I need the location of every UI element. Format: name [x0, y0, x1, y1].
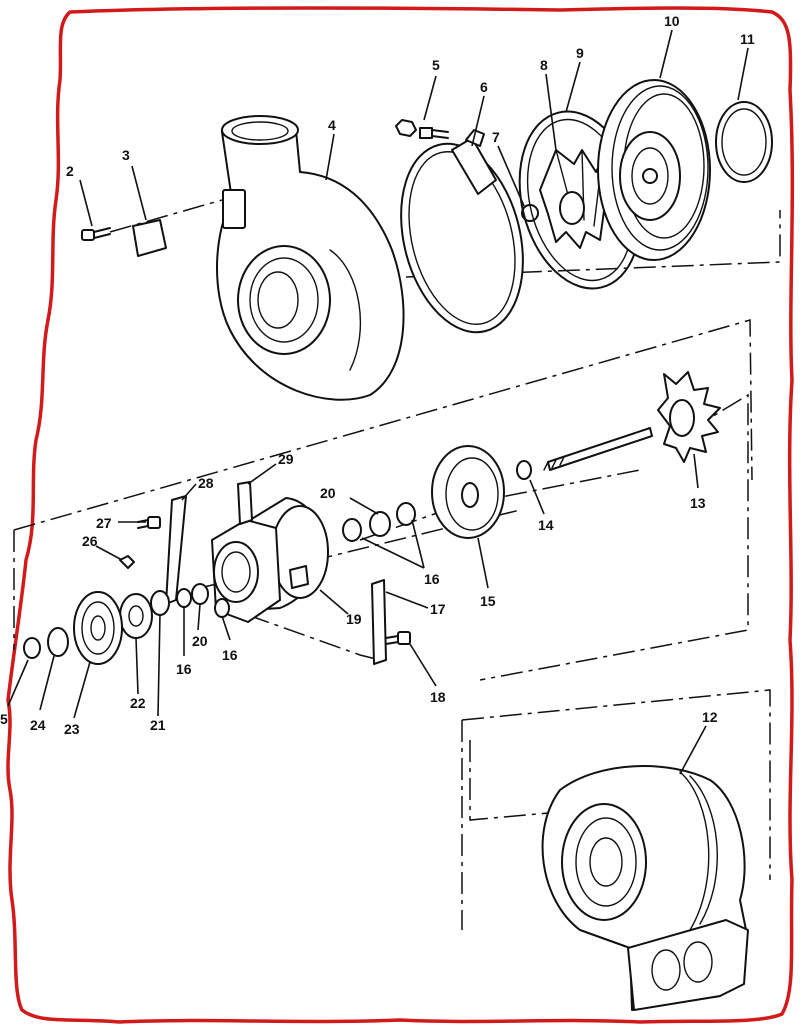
callout-17: 17 — [430, 601, 446, 617]
callout-labels: 2 3 4 5 6 7 8 9 10 11 12 13 14 15 16 16 … — [0, 13, 755, 737]
part-bracket-29 — [237, 481, 253, 525]
part-nut-5-top — [395, 119, 449, 139]
part-bracket-17 — [371, 579, 387, 665]
callout-29: 29 — [278, 451, 294, 467]
callout-9: 9 — [576, 45, 584, 61]
callout-19: 19 — [346, 611, 362, 627]
callout-15: 15 — [480, 593, 496, 609]
part-vband-clamp-6 — [400, 129, 524, 334]
callout-14: 14 — [538, 517, 554, 533]
callout-2: 2 — [66, 163, 74, 179]
callout-6: 6 — [480, 79, 488, 95]
callout-16-right: 16 — [424, 571, 440, 587]
part-turbine-housing-12 — [541, 765, 749, 1011]
callout-28: 28 — [198, 475, 214, 491]
callout-20-upper: 20 — [320, 485, 336, 501]
callout-16-left: 16 — [176, 661, 192, 677]
red-outline-border — [6, 6, 795, 1024]
part-bracket-28 — [165, 495, 187, 605]
part-compressor-housing-4 — [216, 115, 405, 401]
callout-23: 23 — [64, 721, 80, 737]
callout-22: 22 — [130, 695, 146, 711]
part-seal-14 — [516, 460, 532, 480]
callout-5-top: 5 — [432, 57, 440, 73]
callout-3: 3 — [122, 147, 130, 163]
callout-7: 7 — [492, 129, 500, 145]
part-turbine-shaft-wheel-13 — [543, 371, 721, 471]
part-compressor-wheel-8 — [539, 149, 607, 249]
part-bolt-18 — [385, 631, 411, 645]
callout-11: 11 — [740, 31, 755, 47]
part-bolt-2 — [81, 227, 111, 241]
callout-20-lower: 20 — [192, 633, 208, 649]
callout-13: 13 — [690, 495, 706, 511]
callout-21: 21 — [150, 717, 166, 733]
part-spacer-20-upper — [342, 502, 416, 542]
callout-16-mid: 16 — [222, 647, 238, 663]
part-center-housing-19 — [211, 497, 329, 623]
callout-26: 26 — [82, 533, 98, 549]
callout-8: 8 — [540, 57, 548, 73]
leader-lines — [7, 29, 749, 775]
part-backplate-10 — [597, 79, 711, 261]
part-nut-26 — [119, 555, 135, 569]
part-heat-shield-15 — [431, 445, 505, 539]
part-oring-11 — [715, 101, 773, 183]
callout-10: 10 — [664, 13, 680, 29]
callout-18: 18 — [430, 689, 446, 705]
part-plate-3 — [132, 219, 167, 257]
callout-4: 4 — [328, 117, 336, 133]
callout-12: 12 — [702, 709, 718, 725]
callout-24: 24 — [30, 717, 46, 733]
callout-27: 27 — [96, 515, 112, 531]
callout-5-left: 5 — [0, 711, 8, 727]
